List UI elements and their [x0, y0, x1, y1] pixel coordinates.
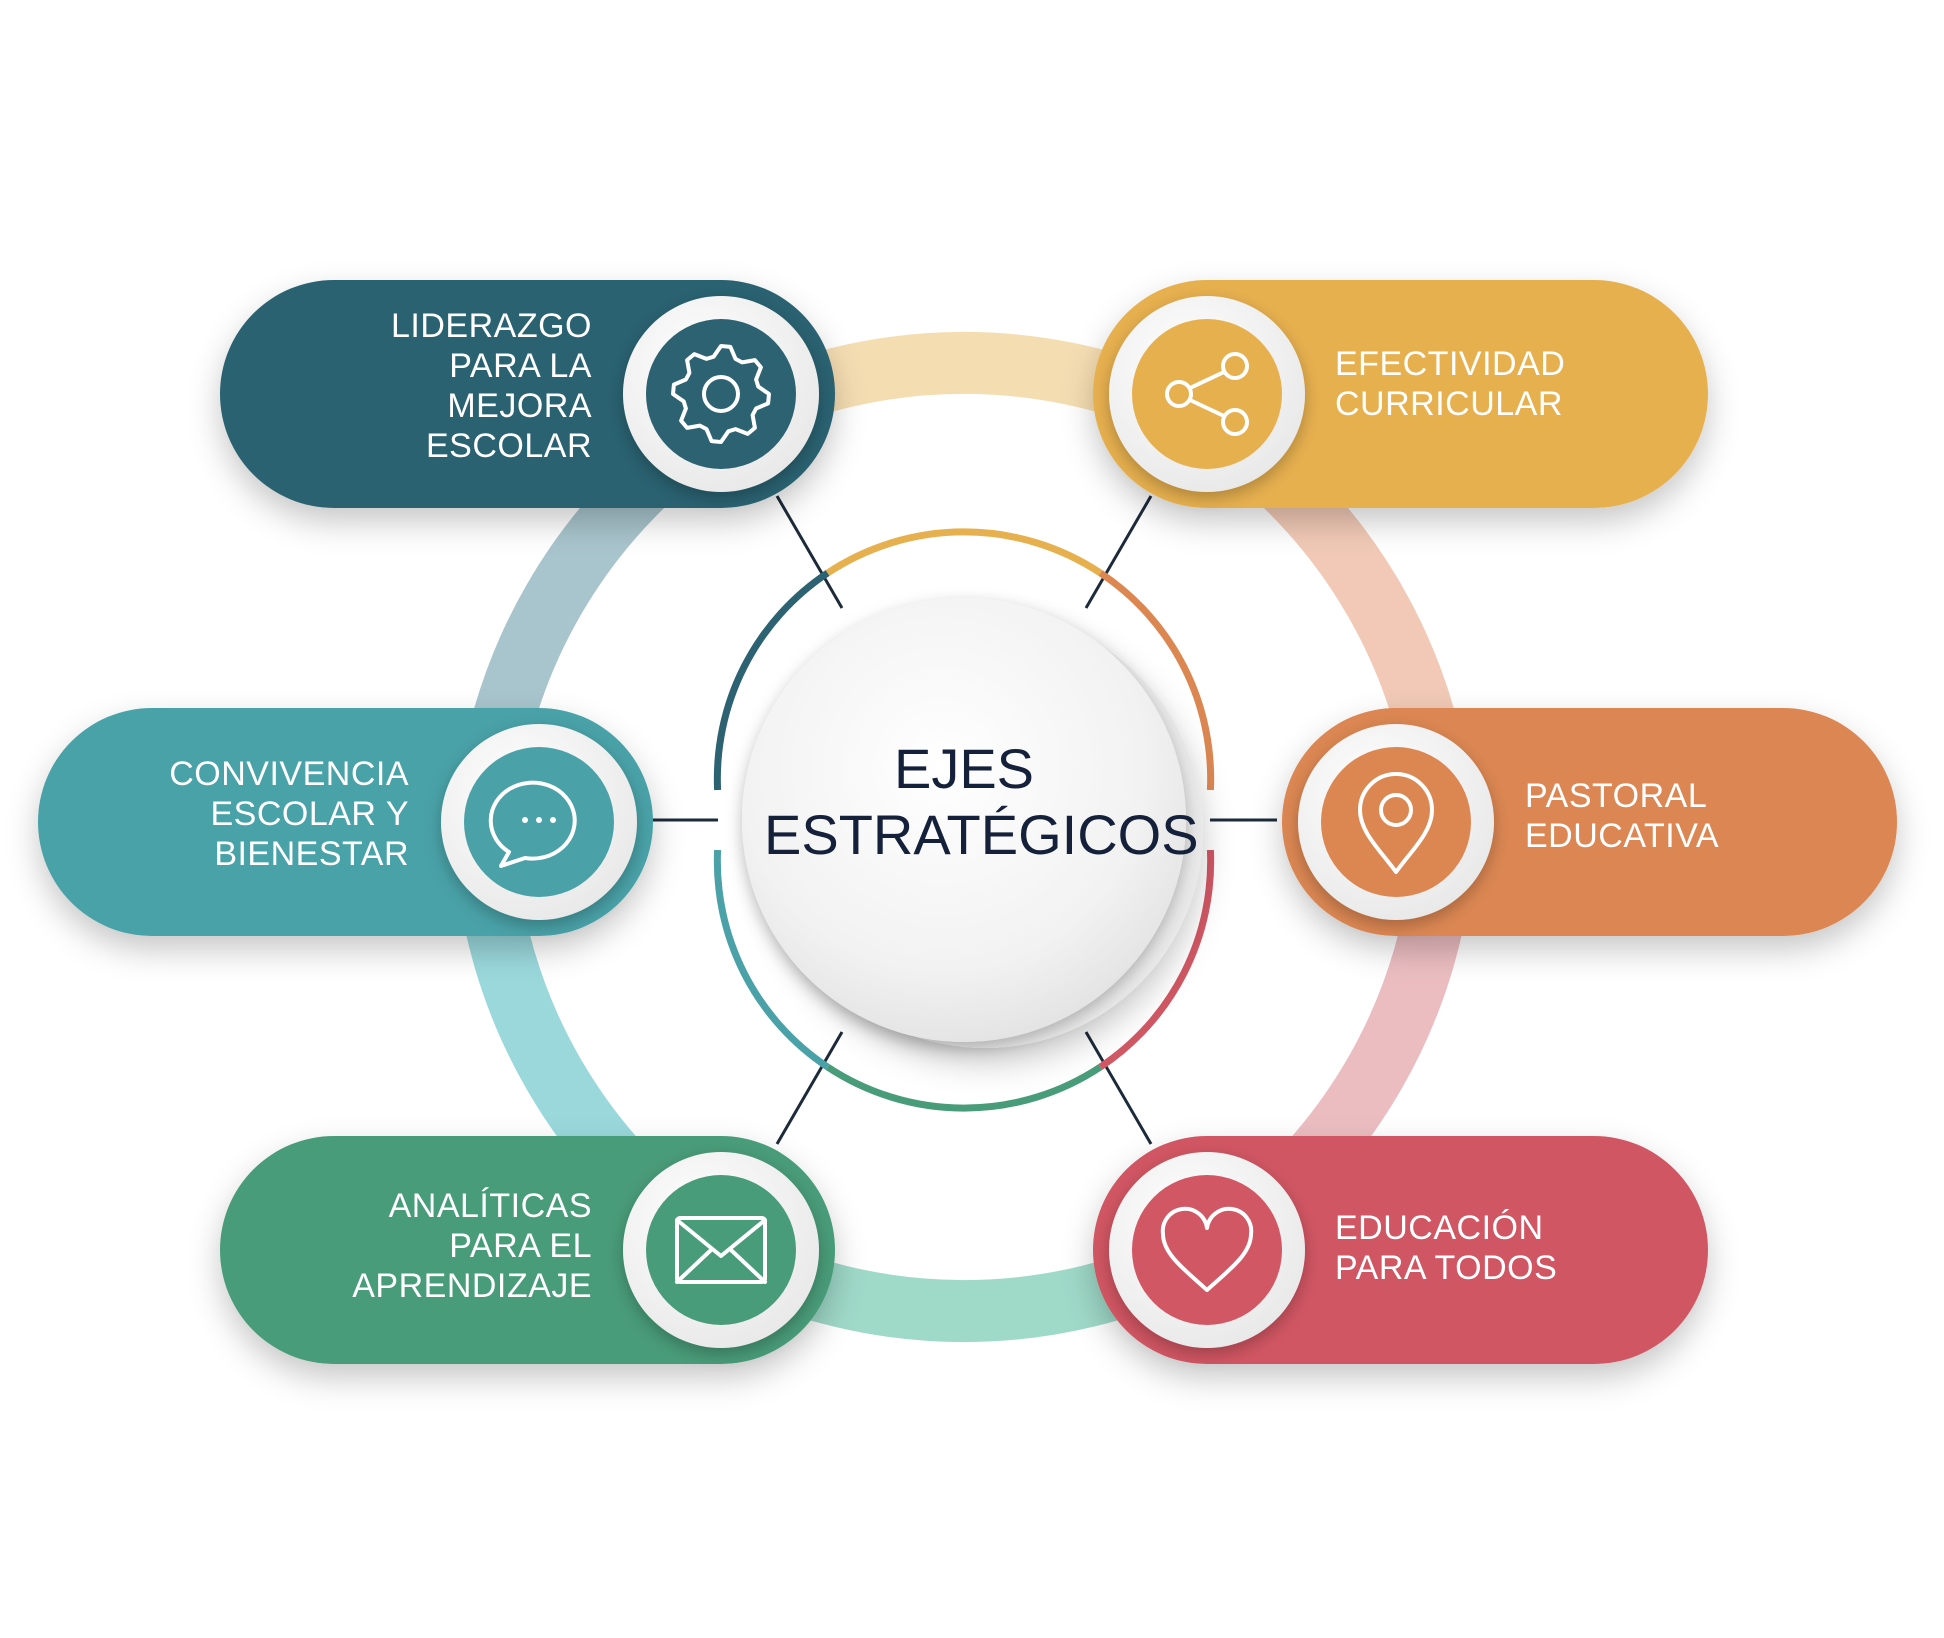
chat-bubble-icon	[488, 780, 577, 868]
connectors	[651, 495, 1277, 1145]
liderazgo-label: LIDERAZGO PARA LA MEJORA ESCOLAR	[391, 306, 592, 466]
convivencia-badge	[441, 724, 637, 920]
pastoral-line-1: PASTORAL	[1525, 777, 1708, 815]
inner-arc-top-right	[1098, 570, 1215, 791]
convivencia-label: CONVIVENCIA ESCOLAR Y BIENESTAR	[169, 754, 409, 874]
educacion-badge	[1109, 1152, 1305, 1348]
analiticas-badge	[623, 1152, 819, 1348]
share-icon	[1165, 352, 1249, 436]
inner-arc-top	[825, 528, 1103, 576]
gear-icon	[671, 344, 771, 444]
envelope-icon	[675, 1216, 767, 1284]
analiticas-line-1: ANALÍTICAS	[388, 1187, 592, 1225]
analiticas-line-2: PARA EL	[449, 1227, 592, 1265]
liderazgo-line-1: LIDERAZGO	[391, 307, 592, 345]
convivencia-pill	[38, 708, 653, 936]
liderazgo-line-3: MEJORA	[447, 387, 592, 425]
convivencia-line-3: BIENESTAR	[214, 835, 409, 873]
convivencia-line-2: ESCOLAR Y	[210, 795, 409, 833]
educacion-pill	[1093, 1136, 1708, 1364]
heart-icon	[1160, 1206, 1254, 1292]
center-title-line-1: EJES	[893, 737, 1035, 800]
liderazgo-badge	[623, 296, 819, 492]
inner-arc-bottom-right	[1098, 849, 1215, 1070]
educacion-line-1: EDUCACIÓN	[1335, 1209, 1544, 1247]
center-title-line-2: ESTRATÉGICOS	[764, 803, 1199, 866]
liderazgo-pill	[220, 280, 835, 508]
educacion-label: EDUCACIÓN PARA TODOS	[1335, 1208, 1557, 1288]
location-pin-icon	[1358, 772, 1434, 874]
liderazgo-line-2: PARA LA	[449, 347, 592, 385]
efectividad-badge	[1109, 296, 1305, 492]
pastoral-line-2: EDUCATIVA	[1525, 817, 1720, 855]
connector-top-left	[775, 495, 844, 609]
pastoral-badge	[1298, 724, 1494, 920]
efectividad-label: EFECTIVIDAD CURRICULAR	[1335, 344, 1565, 424]
liderazgo-line-4: ESCOLAR	[426, 427, 592, 465]
analiticas-label: ANALÍTICAS PARA EL APRENDIZAJE	[352, 1186, 592, 1306]
inner-arc-top-left	[713, 570, 830, 791]
connector-top-right	[1084, 495, 1153, 609]
educacion-line-2: PARA TODOS	[1335, 1249, 1558, 1287]
pastoral-label: PASTORAL EDUCATIVA	[1525, 776, 1719, 856]
axis-pills	[38, 280, 1897, 1364]
connector-bottom-right	[1084, 1031, 1153, 1145]
inner-arc-bottom-left	[713, 849, 830, 1070]
inner-arc-bottom	[825, 1064, 1103, 1112]
efectividad-line-1: EFECTIVIDAD	[1335, 345, 1566, 383]
efectividad-line-2: CURRICULAR	[1335, 385, 1563, 423]
convivencia-line-1: CONVIVENCIA	[169, 755, 409, 793]
center-title: EJES ESTRATÉGICOS	[764, 736, 1199, 868]
analiticas-line-3: APRENDIZAJE	[352, 1267, 592, 1305]
center-disc	[742, 598, 1203, 1048]
connector-bottom-left	[775, 1031, 844, 1145]
pastoral-pill	[1282, 708, 1897, 936]
analiticas-pill	[220, 1136, 835, 1364]
inner-arcs	[713, 528, 1215, 1112]
efectividad-pill	[1093, 280, 1708, 508]
